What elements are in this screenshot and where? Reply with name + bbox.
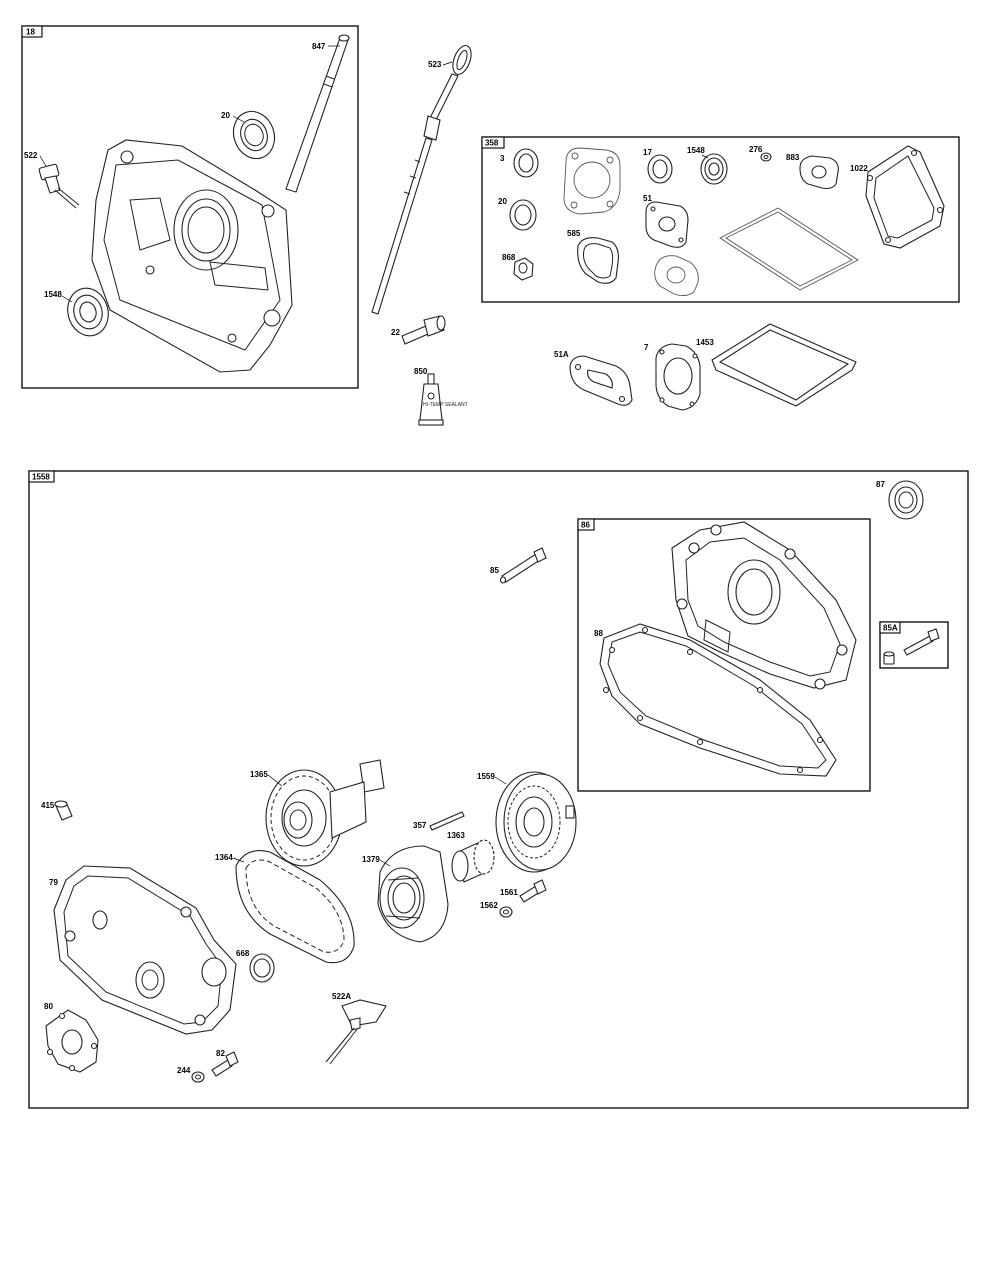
gear-1363[interactable] bbox=[451, 839, 495, 883]
bolt-85A[interactable] bbox=[883, 628, 940, 665]
svg-text:86: 86 bbox=[581, 521, 590, 530]
callout-1561: 1561 bbox=[500, 888, 518, 897]
breather-plug-522[interactable] bbox=[38, 163, 80, 209]
crankcase-cover[interactable] bbox=[91, 139, 293, 373]
gasket-51[interactable] bbox=[645, 201, 689, 248]
gasket-1453[interactable] bbox=[711, 323, 857, 407]
callout-20-b: 20 bbox=[498, 197, 507, 206]
gasket-7[interactable] bbox=[655, 343, 701, 411]
oil-seal-17[interactable] bbox=[647, 154, 673, 184]
callout-51A: 51A bbox=[554, 350, 569, 359]
plug-415[interactable] bbox=[54, 800, 73, 821]
cylinder-head-gasket[interactable] bbox=[563, 147, 621, 215]
callout-1562: 1562 bbox=[480, 901, 498, 910]
breather-522A[interactable] bbox=[325, 999, 387, 1065]
gear-cover-79[interactable] bbox=[53, 865, 237, 1035]
group-86-tag[interactable]: 86 bbox=[577, 518, 595, 531]
dipstick-tube-847[interactable] bbox=[285, 34, 350, 193]
group-358-box bbox=[481, 136, 960, 303]
callout-3: 3 bbox=[500, 154, 505, 163]
callout-523: 523 bbox=[428, 60, 442, 69]
bearing-1548-b[interactable] bbox=[700, 153, 728, 185]
callout-87: 87 bbox=[876, 480, 885, 489]
callout-85: 85 bbox=[490, 566, 499, 575]
gasket-light[interactable] bbox=[654, 255, 699, 297]
callout-22: 22 bbox=[391, 328, 400, 337]
callout-80: 80 bbox=[44, 1002, 53, 1011]
callout-522A: 522A bbox=[332, 992, 351, 1001]
oil-seal-20[interactable] bbox=[227, 106, 281, 165]
washer-1562[interactable] bbox=[499, 906, 513, 918]
gasket-883[interactable] bbox=[799, 155, 839, 190]
group-1558-tag[interactable]: 1558 bbox=[28, 470, 55, 483]
callout-883: 883 bbox=[786, 153, 800, 162]
svg-text:1558: 1558 bbox=[32, 473, 50, 482]
gasket-80[interactable] bbox=[45, 1009, 99, 1073]
callout-1548-a: 1548 bbox=[44, 290, 62, 299]
callout-847: 847 bbox=[312, 42, 326, 51]
gasket-51A[interactable] bbox=[569, 355, 633, 406]
group-85A-box bbox=[879, 621, 949, 669]
gasket-585[interactable] bbox=[577, 237, 619, 284]
callout-244: 244 bbox=[177, 1066, 191, 1075]
clutch-disc-1559[interactable] bbox=[495, 771, 577, 873]
clutch-drum-1379[interactable] bbox=[377, 845, 449, 943]
callout-1453: 1453 bbox=[696, 338, 714, 347]
callout-668: 668 bbox=[236, 949, 250, 958]
callout-850: 850 bbox=[414, 367, 428, 376]
callout-522: 522 bbox=[24, 151, 38, 160]
chain-1364[interactable] bbox=[235, 850, 355, 964]
group-358-tag[interactable]: 358 bbox=[481, 136, 505, 149]
dipstick-523[interactable] bbox=[371, 43, 475, 315]
callout-1363: 1363 bbox=[447, 831, 465, 840]
sealant-tube-850[interactable]: HI-TEMP SEALANT bbox=[418, 373, 468, 426]
callout-1364: 1364 bbox=[215, 853, 233, 862]
valve-cover-gasket[interactable] bbox=[719, 207, 859, 291]
gasket-88[interactable] bbox=[599, 623, 837, 777]
oil-seal-20-b[interactable] bbox=[509, 199, 537, 231]
oil-seal-3[interactable] bbox=[513, 148, 539, 178]
callout-585: 585 bbox=[567, 229, 581, 238]
bearing-1548-a[interactable] bbox=[62, 284, 113, 341]
washer-244[interactable] bbox=[191, 1071, 205, 1083]
callout-7: 7 bbox=[644, 343, 649, 352]
group-18-tag[interactable]: 18 bbox=[21, 25, 43, 38]
callout-1548-b: 1548 bbox=[687, 146, 705, 155]
callout-1365: 1365 bbox=[250, 770, 268, 779]
group-18-box bbox=[21, 25, 359, 389]
callout-1559: 1559 bbox=[477, 772, 495, 781]
callout-17: 17 bbox=[643, 148, 652, 157]
svg-text:18: 18 bbox=[26, 28, 35, 37]
group-86-box bbox=[577, 518, 871, 792]
bolt-22[interactable] bbox=[401, 315, 446, 345]
gasket-1022[interactable] bbox=[865, 145, 945, 249]
callout-79: 79 bbox=[49, 878, 58, 887]
callout-1379: 1379 bbox=[362, 855, 380, 864]
callout-1022: 1022 bbox=[850, 164, 868, 173]
callout-20-a: 20 bbox=[221, 111, 230, 120]
group-85A-tag[interactable]: 85A bbox=[879, 621, 901, 634]
bolt-1561[interactable] bbox=[519, 879, 547, 903]
sprocket-1365[interactable] bbox=[265, 759, 385, 867]
callout-51: 51 bbox=[643, 194, 652, 203]
callout-357: 357 bbox=[413, 821, 427, 830]
svg-text:358: 358 bbox=[485, 139, 499, 148]
callout-276: 276 bbox=[749, 145, 763, 154]
pin-357[interactable] bbox=[429, 811, 465, 831]
ring-668[interactable] bbox=[249, 953, 275, 983]
bolt-85[interactable] bbox=[499, 547, 547, 584]
sealant-tube-label: HI-TEMP SEALANT bbox=[423, 402, 468, 408]
svg-text:85A: 85A bbox=[883, 624, 898, 633]
washer-276[interactable] bbox=[760, 152, 772, 162]
nut-868[interactable] bbox=[513, 257, 534, 281]
group-1558-box bbox=[28, 470, 969, 1109]
oil-seal-87[interactable] bbox=[888, 480, 924, 520]
callout-88: 88 bbox=[594, 629, 603, 638]
callout-415: 415 bbox=[41, 801, 55, 810]
gear-housing-86[interactable] bbox=[671, 521, 857, 690]
bolt-82[interactable] bbox=[211, 1051, 239, 1077]
callout-82: 82 bbox=[216, 1049, 225, 1058]
callout-868: 868 bbox=[502, 253, 516, 262]
